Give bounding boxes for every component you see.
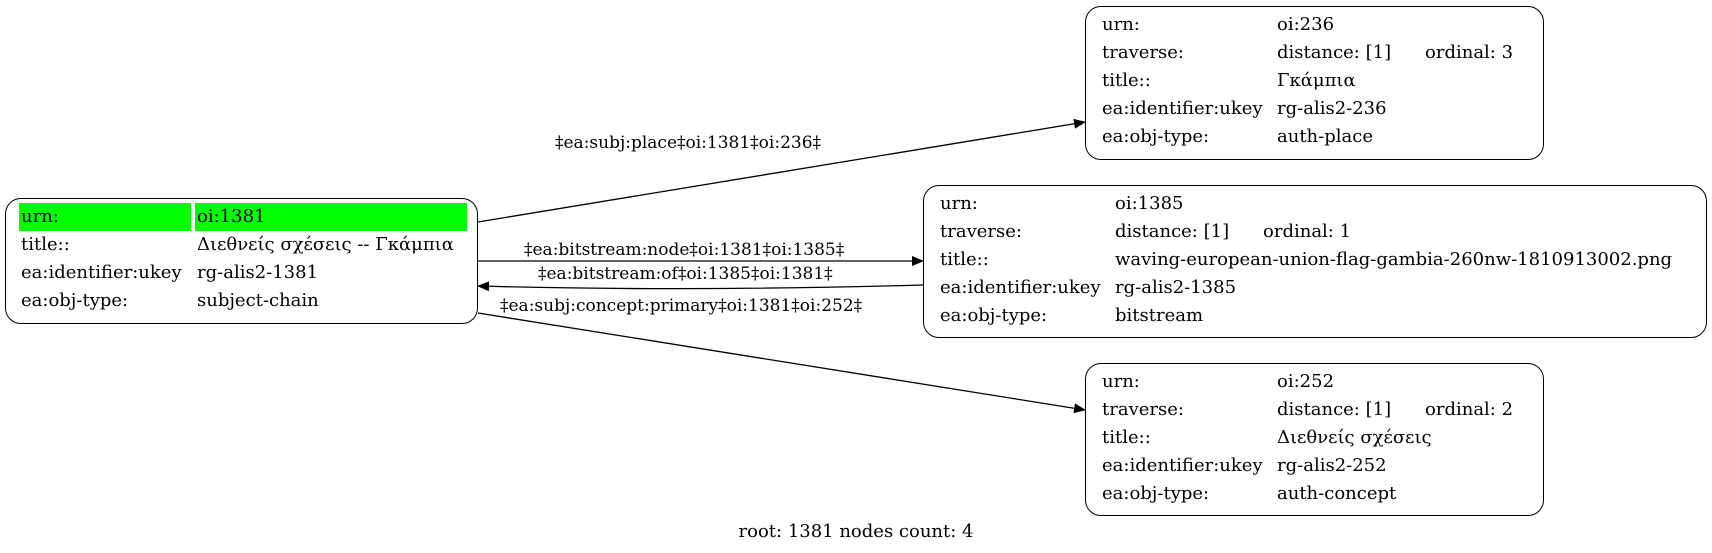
- edge-1381-to-252: [477, 312, 1086, 414]
- row-value: distance: [1]: [1277, 399, 1392, 420]
- row-key: traverse:: [940, 221, 1022, 242]
- node-row-obj-type: ea:obj-type: auth-concept: [1100, 480, 1529, 508]
- row-value: Διεθνείς σχέσεις: [1277, 427, 1432, 448]
- node-row-ukey: ea:identifier:ukey rg-alis2-252: [1100, 452, 1529, 480]
- row-value: auth-place: [1277, 126, 1373, 147]
- row-key: ea:obj-type:: [1102, 483, 1210, 504]
- row-key: title::: [1102, 427, 1151, 448]
- edge-1385-to-1381: [477, 281, 924, 292]
- row-value: Γκάμπια: [1277, 70, 1356, 91]
- node-252[interactable]: urn: oi:252 traverse: distance: [1] ordinal…: [1085, 363, 1544, 516]
- node-row-title: title::Γκάμπια: [1100, 67, 1529, 95]
- row-value: rg-alis2-236: [1277, 98, 1387, 119]
- row-key: ea:identifier:ukey: [21, 262, 182, 283]
- node-row-ukey: ea:identifier:ukey rg-alis2-1381: [19, 259, 463, 287]
- node-row-urn: urn: oi:252: [1100, 368, 1529, 396]
- row-value: rg-alis2-252: [1277, 455, 1387, 476]
- node-236[interactable]: urn: oi:236 traverse: distance: [1] ordinal…: [1085, 6, 1544, 160]
- row-value: Διεθνείς σχέσεις -- Γκάμπια: [197, 234, 454, 255]
- row-key: title::: [1102, 70, 1151, 91]
- row-key: ea:obj-type:: [1102, 126, 1210, 147]
- node-row-urn: urn: oi:1385: [938, 190, 1692, 218]
- row-key: traverse:: [1102, 42, 1184, 63]
- edge-label-bitstream-of: ‡ea:bitstream:of‡oi:1385‡oi:1381‡: [538, 264, 833, 284]
- row-value: oi:1385: [1115, 193, 1184, 214]
- row-key: urn:: [940, 193, 978, 214]
- row-key: ea:identifier:ukey: [1102, 455, 1263, 476]
- node-1381[interactable]: urn:oi:1381 title::Διεθνείς σχέσεις -- Γ…: [5, 198, 478, 324]
- row-extra: ordinal: 3: [1425, 42, 1514, 63]
- row-value: oi:236: [1277, 14, 1335, 35]
- row-value: bitstream: [1115, 305, 1204, 326]
- row-extra: ordinal: 2: [1425, 399, 1514, 420]
- graph-footer: root: 1381 nodes count: 4: [738, 521, 974, 542]
- row-key: traverse:: [1102, 399, 1184, 420]
- node-row-traverse: traverse: distance: [1] ordinal: 3: [1100, 39, 1529, 67]
- node-row-traverse: traverse: distance: [1] ordinal: 1: [938, 218, 1692, 246]
- row-value: distance: [1]: [1277, 42, 1392, 63]
- row-value: rg-alis2-1385: [1115, 277, 1237, 298]
- row-key: ea:obj-type:: [940, 305, 1048, 326]
- row-value: rg-alis2-1381: [197, 262, 319, 283]
- edge-label-bitstream-node: ‡ea:bitstream:node‡oi:1381‡oi:1385‡: [524, 240, 845, 260]
- row-key: title::: [21, 234, 70, 255]
- row-key: ea:obj-type:: [21, 290, 129, 311]
- node-row-obj-type: ea:obj-type: bitstream: [938, 302, 1692, 330]
- row-key: title::: [940, 249, 989, 270]
- node-1385[interactable]: urn: oi:1385 traverse: distance: [1] ordina…: [923, 185, 1707, 338]
- row-key: ea:identifier:ukey: [940, 277, 1101, 298]
- edge-label-subj-concept-primary: ‡ea:subj:concept:primary‡oi:1381‡oi:252‡: [500, 296, 863, 316]
- node-row-obj-type: ea:obj-type: subject-chain: [19, 287, 463, 315]
- row-key: urn:: [1102, 371, 1140, 392]
- row-value: auth-concept: [1277, 483, 1397, 504]
- node-row-ukey: ea:identifier:ukey rg-alis2-236: [1100, 95, 1529, 123]
- row-value: distance: [1]: [1115, 221, 1230, 242]
- row-value: oi:1381: [195, 203, 467, 231]
- row-key: ea:identifier:ukey: [1102, 98, 1263, 119]
- node-row-urn: urn: oi:236: [1100, 11, 1529, 39]
- row-value: waving-european-union-flag-gambia-260nw-…: [1115, 249, 1673, 270]
- node-row-title: title::waving-european-union-flag-gambia…: [938, 246, 1692, 274]
- node-row-title: title::Διεθνείς σχέσεις: [1100, 424, 1529, 452]
- node-row-traverse: traverse: distance: [1] ordinal: 2: [1100, 396, 1529, 424]
- node-row-obj-type: ea:obj-type: auth-place: [1100, 123, 1529, 151]
- node-row-urn: urn:oi:1381: [19, 203, 467, 231]
- node-row-title: title::Διεθνείς σχέσεις -- Γκάμπια: [19, 231, 463, 259]
- row-value: oi:252: [1277, 371, 1335, 392]
- row-key: urn:: [1102, 14, 1140, 35]
- edge-1381-to-236: [477, 118, 1086, 223]
- row-value: subject-chain: [197, 290, 319, 311]
- node-row-ukey: ea:identifier:ukey rg-alis2-1385: [938, 274, 1692, 302]
- edge-label-subj-place: ‡ea:subj:place‡oi:1381‡oi:236‡: [555, 133, 822, 153]
- row-extra: ordinal: 1: [1263, 221, 1352, 242]
- row-key: urn:: [19, 203, 191, 231]
